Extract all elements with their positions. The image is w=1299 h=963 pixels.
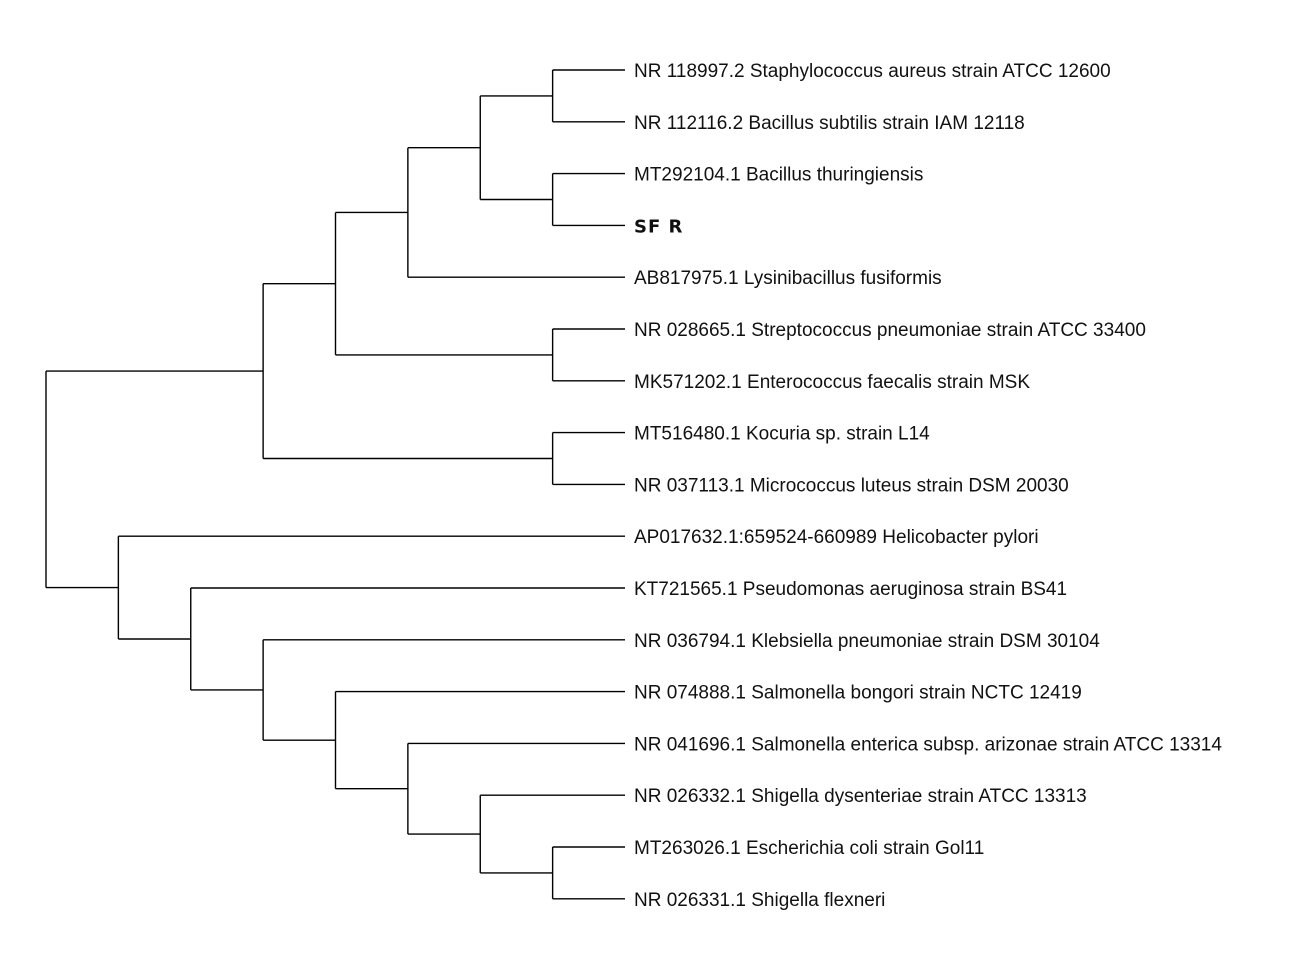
leaf-label-l0: NR 118997.2 Staphylococcus aureus strain… [634,61,1111,82]
leaf-labels: NR 118997.2 Staphylococcus aureus strain… [634,61,1222,911]
leaf-label-l1: NR 112116.2 Bacillus subtilis strain IAM… [634,113,1025,134]
leaf-label-l15: MT263026.1 Escherichia coli strain Gol11 [634,838,984,859]
leaf-label-l10: KT721565.1 Pseudomonas aeruginosa strain… [634,579,1067,600]
leaf-label-l11: NR 036794.1 Klebsiella pneumoniae strain… [634,631,1100,652]
leaf-label-l13: NR 041696.1 Salmonella enterica subsp. a… [634,734,1222,755]
leaf-label-l5: NR 028665.1 Streptococcus pneumoniae str… [634,320,1146,341]
leaf-label-l7: MT516480.1 Kocuria sp. strain L14 [634,424,930,445]
leaf-label-l2: MT292104.1 Bacillus thuringiensis [634,165,923,186]
leaf-label-l8: NR 037113.1 Micrococcus luteus strain DS… [634,475,1069,496]
leaf-label-l6: MK571202.1 Enterococcus faecalis strain … [634,372,1030,393]
leaf-label-l3: SF R [634,216,683,237]
leaf-label-l16: NR 026331.1 Shigella flexneri [634,890,885,911]
leaf-label-l12: NR 074888.1 Salmonella bongori strain NC… [634,683,1082,704]
leaf-label-l9: AP017632.1:659524-660989 Helicobacter py… [634,527,1039,548]
leaf-label-l4: AB817975.1 Lysinibacillus fusiformis [634,268,942,289]
leaf-label-l14: NR 026332.1 Shigella dysenteriae strain … [634,786,1087,807]
tree-branches [45,69,625,900]
